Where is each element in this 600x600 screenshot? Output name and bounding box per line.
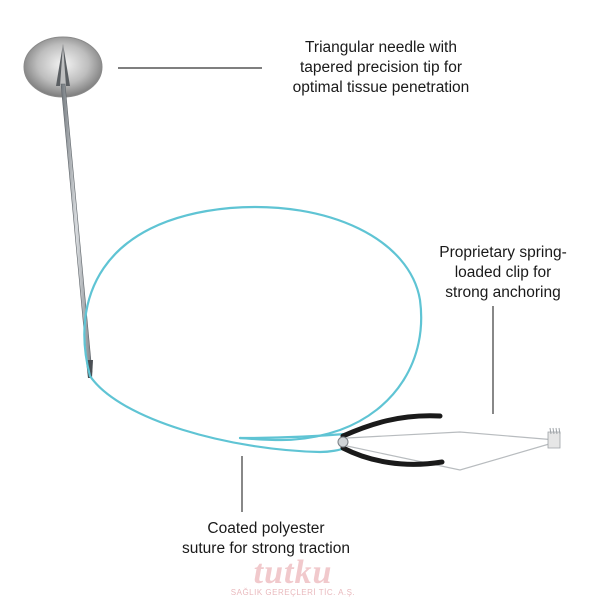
suture-loop (83, 205, 423, 454)
clip-callout: Proprietary spring- loaded clip for stro… (398, 243, 600, 303)
clip-callout-line: Proprietary spring- (439, 244, 567, 261)
brand-watermark: tutku SAĞLIK GEREÇLERİ TİC. A.Ş. (218, 554, 368, 598)
spring-clip (337, 413, 561, 471)
needle-callout-line: Triangular needle with (305, 39, 457, 56)
leader-lines (118, 67, 494, 512)
clip-callout-line: strong anchoring (445, 284, 561, 301)
clip-callout-line: loaded clip for (454, 264, 552, 281)
watermark-subtitle: SAĞLIK GEREÇLERİ TİC. A.Ş. (230, 588, 356, 597)
suture-callout: Coated polyester suture for strong tract… (146, 519, 386, 559)
watermark-brand: tutku (253, 554, 333, 591)
needle-shaft (60, 83, 93, 378)
needle-callout: Triangular needle with tapered precision… (246, 38, 516, 98)
suture-callout-line: Coated polyester (207, 520, 325, 537)
suture-callout-line: suture for strong traction (182, 540, 350, 557)
needle-tip-magnified (23, 36, 103, 98)
needle-callout-line: optimal tissue penetration (292, 79, 470, 96)
needle-callout-line: tapered precision tip for (300, 59, 462, 76)
